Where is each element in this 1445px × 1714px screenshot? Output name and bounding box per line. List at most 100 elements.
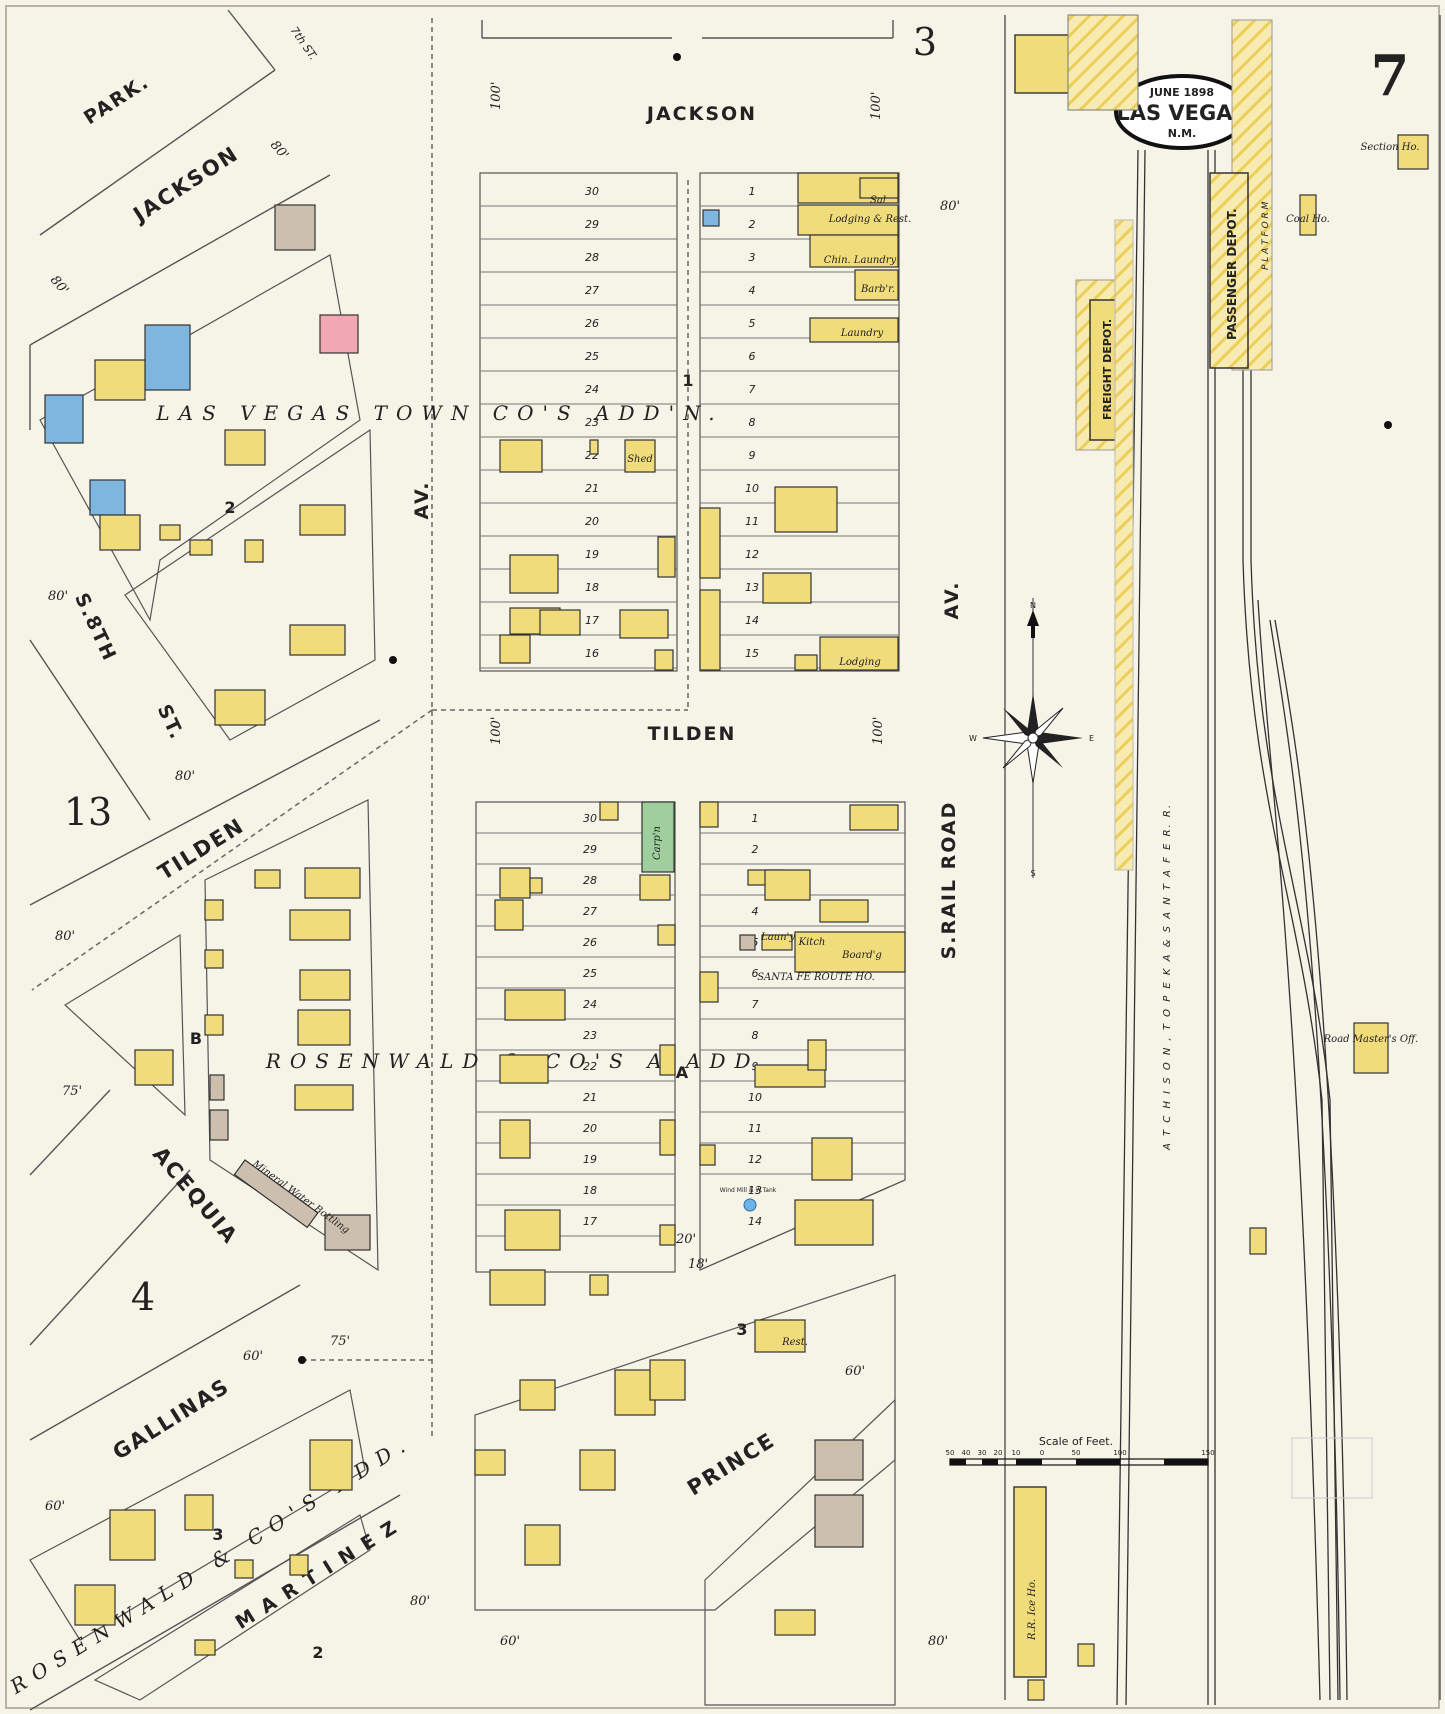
building-label: Chin. Laundry — [824, 255, 897, 266]
block-label-b: B — [190, 1029, 202, 1048]
building-footprint — [819, 899, 869, 923]
building-footprints — [44, 172, 906, 1656]
building-footprint — [654, 649, 674, 671]
building-footprint — [659, 1044, 676, 1076]
building-footprint — [524, 1524, 561, 1566]
building-footprint — [144, 324, 191, 391]
lot-number: 27 — [583, 905, 597, 918]
scale-title: Scale of Feet. — [1039, 1435, 1113, 1448]
building-footprint — [699, 971, 719, 1003]
building-footprint — [299, 969, 351, 1001]
scale-tick-label: 150 — [1201, 1449, 1214, 1457]
well-dot-top — [673, 53, 681, 61]
building-footprint — [761, 934, 793, 951]
building-footprint — [289, 909, 351, 941]
lot-number: 3 — [749, 251, 756, 264]
map-state: N.M. — [1168, 127, 1197, 140]
block-label-3-center: 3 — [736, 1320, 747, 1339]
building-footprint — [209, 1109, 229, 1141]
scale-tick-label: 40 — [962, 1449, 971, 1457]
lot-number: 10 — [748, 1091, 762, 1104]
building-footprint — [657, 536, 676, 578]
building-footprint — [774, 486, 838, 533]
building-label: SANTA FE ROUTE HO. — [757, 972, 875, 983]
lot-number: 18 — [585, 581, 599, 594]
block-label-1: 1 — [682, 371, 693, 390]
compass-e: E — [1089, 734, 1094, 743]
building-footprint — [499, 634, 531, 664]
stamp-mark — [1291, 1437, 1373, 1499]
scale-tick-label: 10 — [1012, 1449, 1021, 1457]
building-footprint — [639, 874, 671, 901]
building-footprint — [99, 514, 141, 551]
lot-number: 8 — [752, 1029, 759, 1042]
block-label-2-bottom: 2 — [312, 1643, 323, 1662]
building-footprint — [764, 869, 811, 901]
building-label: Barb'r. — [860, 284, 895, 295]
scale-tick-label: 50 — [946, 1449, 955, 1457]
freight-depot-label: FREIGHT DEPOT. — [1101, 319, 1114, 420]
lot-number: 22 — [583, 1060, 597, 1073]
sheet-number: 7 — [1371, 43, 1410, 109]
building-footprint — [274, 204, 316, 251]
building-footprint — [849, 804, 899, 831]
building-footprint — [619, 609, 669, 639]
street-jackson-top: JACKSON — [645, 103, 757, 125]
building-footprint — [699, 1144, 716, 1166]
building-footprint — [811, 1137, 853, 1181]
freight-platform-strip — [1114, 219, 1134, 871]
well-dot-right — [1384, 421, 1392, 429]
building-label: Laundry — [840, 328, 884, 339]
building-footprint — [299, 504, 346, 536]
building-footprint — [499, 439, 543, 473]
lot-number: 15 — [745, 647, 759, 660]
well-dot-mid — [389, 656, 397, 664]
lot-number: 27 — [585, 284, 599, 297]
block-2 — [39, 254, 376, 741]
building-footprint — [819, 636, 899, 671]
building-footprint — [794, 654, 818, 671]
building-footprint — [762, 572, 812, 604]
dim-20: 20' — [675, 1232, 696, 1247]
lot-number: 9 — [749, 449, 756, 462]
building-footprint — [797, 204, 899, 236]
lot-number: 25 — [585, 350, 599, 363]
street-s-grand-av: AV. — [411, 481, 433, 520]
section-house-label: Section Ho. — [1361, 142, 1420, 153]
dim-60-right: 60' — [845, 1364, 865, 1379]
building-footprint — [509, 554, 559, 594]
passenger-depot-label: PASSENGER DEPOT. — [1225, 208, 1239, 340]
building-footprint — [859, 177, 899, 199]
dim-60-bottom: 60' — [45, 1499, 65, 1514]
building-footprint — [297, 1009, 351, 1046]
building-footprint — [289, 1554, 309, 1576]
dim-18: 18' — [688, 1257, 708, 1272]
compass-rose: N S E W — [969, 598, 1094, 878]
coal-house-label: Coal Ho. — [1286, 214, 1330, 225]
compass-n: N — [1030, 601, 1036, 610]
building-label: Lodging — [838, 657, 881, 668]
addition-town-co: LAS VEGAS TOWN CO'S ADD'N. — [155, 401, 723, 425]
building-footprint — [504, 1209, 561, 1251]
building-footprint — [44, 394, 84, 444]
building-footprint — [754, 1319, 806, 1353]
building-footprint — [649, 1359, 686, 1401]
building-footprint — [499, 1119, 531, 1159]
building-footprint — [539, 609, 581, 636]
street-s-railroad: S.RAIL ROAD — [938, 801, 960, 960]
building-footprint — [494, 899, 524, 931]
dim-75-bottom: 75' — [330, 1334, 350, 1349]
building-footprint — [224, 429, 266, 466]
building-footprint — [809, 317, 899, 343]
lot-number: 1 — [749, 185, 756, 198]
key-sheet-left: 13 — [64, 790, 112, 834]
dim-100-top-left: 100' — [489, 82, 504, 110]
building-footprint — [184, 1494, 214, 1531]
railroad-label: A T C H I S O N , T O P E K A & S A N T … — [1162, 803, 1173, 1151]
warehouse-top-right — [1067, 14, 1139, 111]
building-footprint — [659, 1119, 676, 1156]
railroad-tracks — [1116, 149, 1348, 1706]
lot-number: 5 — [749, 317, 756, 330]
lot-number: 29 — [585, 218, 599, 231]
